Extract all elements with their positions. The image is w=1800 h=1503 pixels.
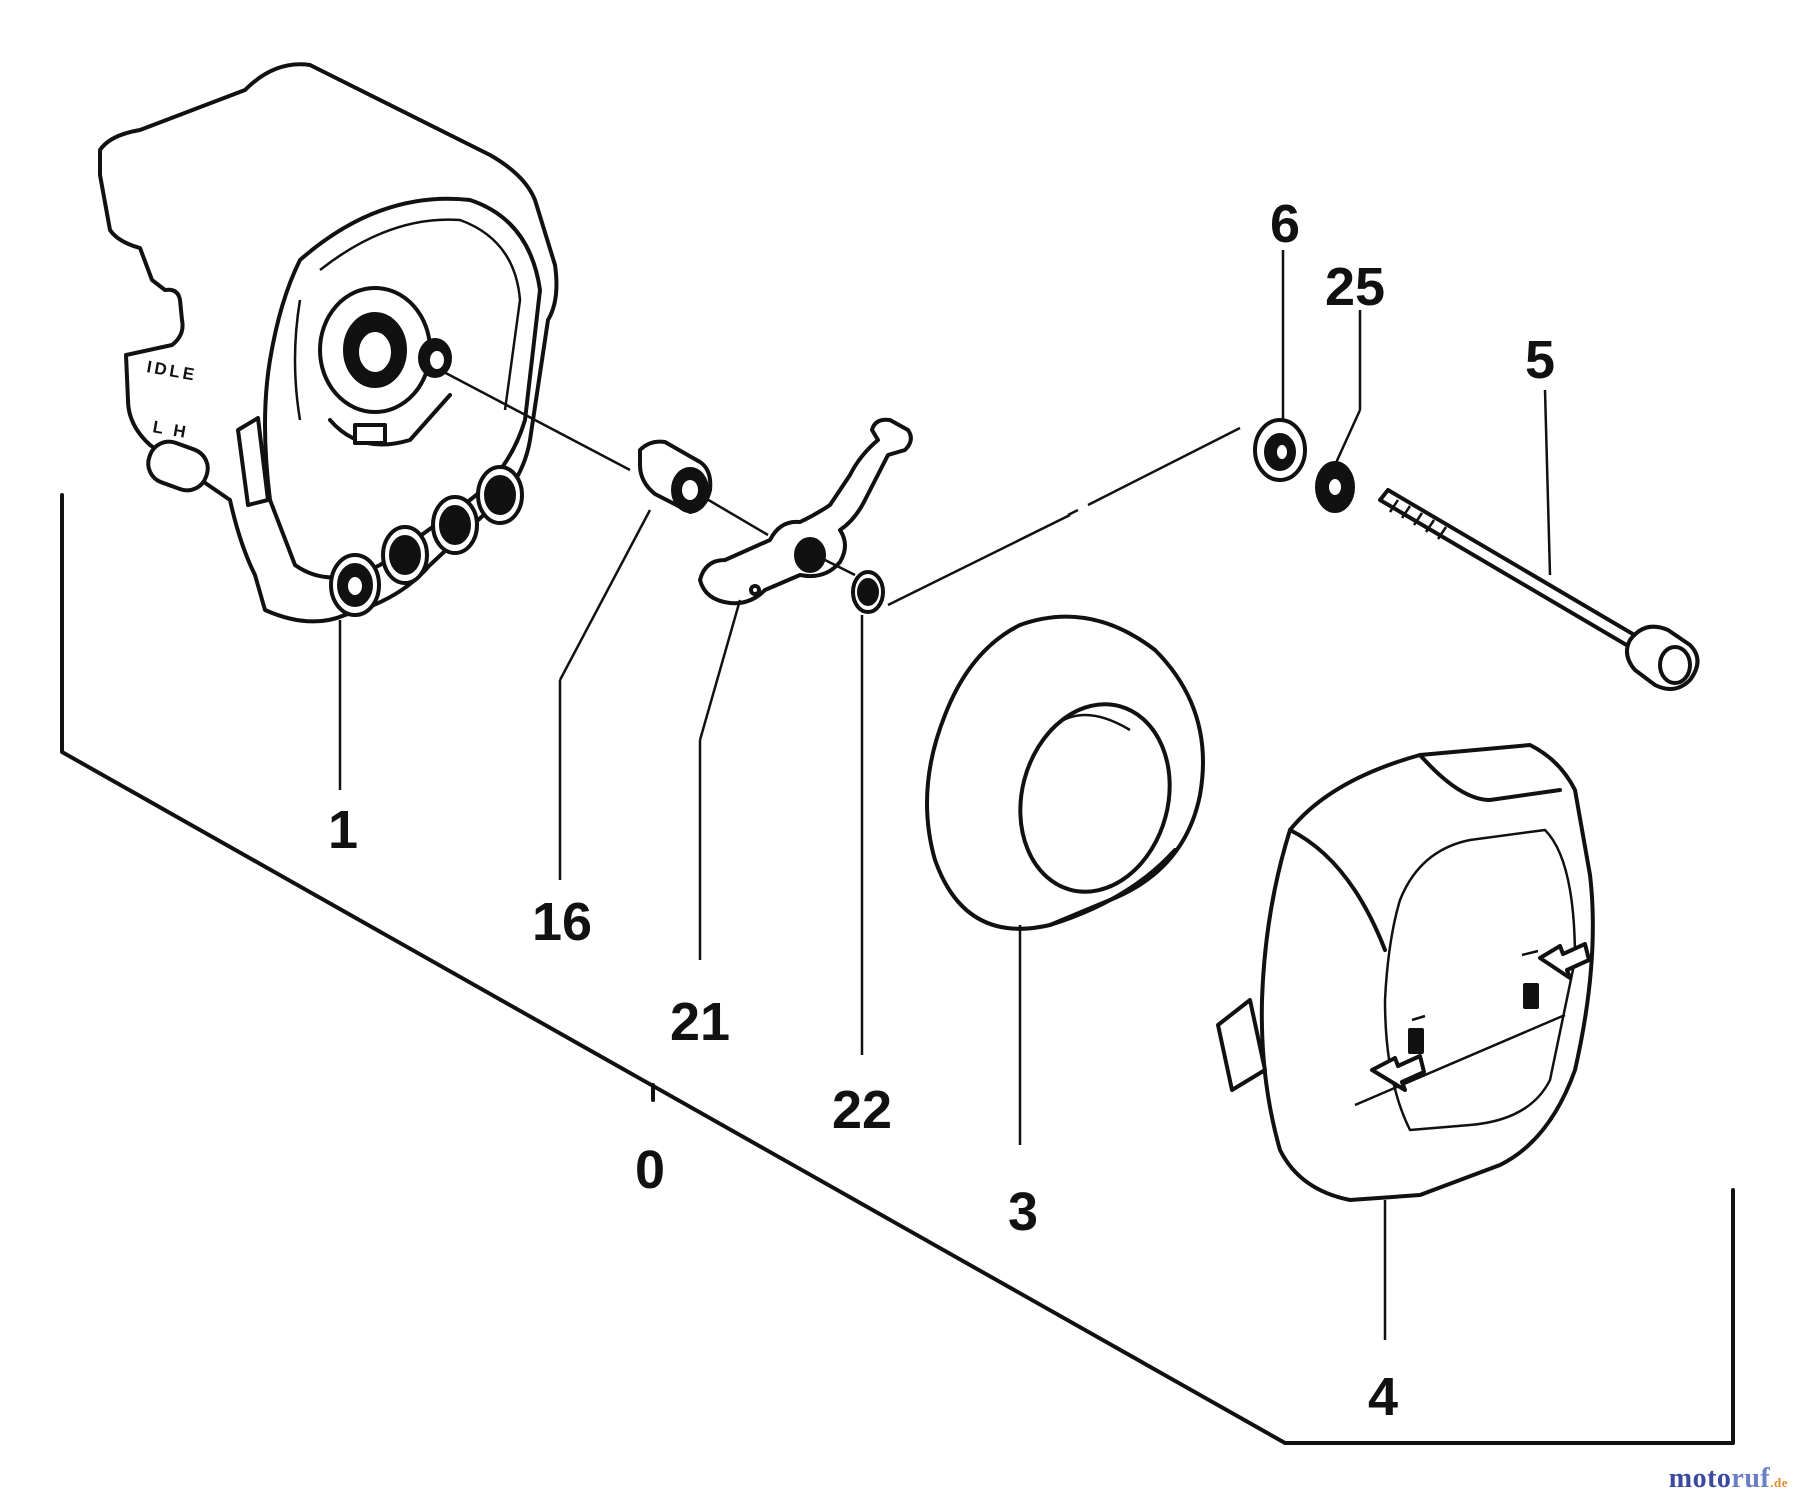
watermark-logo: motoruf.de xyxy=(1669,1463,1788,1495)
watermark-part1: moto xyxy=(1668,1463,1732,1494)
label-part-1: 1 xyxy=(328,800,358,860)
bushing-part-16 xyxy=(638,439,713,514)
washer-part-6 xyxy=(1253,418,1307,482)
air-cleaner-housing: IDLE L H xyxy=(98,62,559,624)
foam-filter-part-3 xyxy=(925,614,1205,931)
label-part-6: 6 xyxy=(1270,194,1300,254)
label-part-5: 5 xyxy=(1525,330,1555,390)
watermark-part2: ruf xyxy=(1731,1463,1771,1494)
label-part-21: 21 xyxy=(670,992,730,1052)
choke-lever-part-21 xyxy=(698,417,913,606)
label-part-16: 16 xyxy=(532,892,592,952)
assembly-bracket xyxy=(60,493,1735,1445)
air-filter-cover-part-4 xyxy=(1216,743,1595,1202)
label-part-4: 4 xyxy=(1368,1367,1398,1427)
label-part-22: 22 xyxy=(832,1080,892,1140)
nut-part-25 xyxy=(1315,461,1355,513)
watermark-suffix: .de xyxy=(1770,1475,1788,1490)
part-labels: 0 1 16 21 22 6 25 5 3 4 xyxy=(328,194,1555,1427)
label-part-3: 3 xyxy=(1008,1182,1038,1242)
e-clip-part-22 xyxy=(851,570,885,614)
bolt-part-5 xyxy=(1378,488,1700,691)
leader-lines xyxy=(338,250,1552,1340)
housing-ports xyxy=(329,465,524,617)
label-part-0: 0 xyxy=(635,1140,665,1200)
label-part-25: 25 xyxy=(1325,257,1385,317)
